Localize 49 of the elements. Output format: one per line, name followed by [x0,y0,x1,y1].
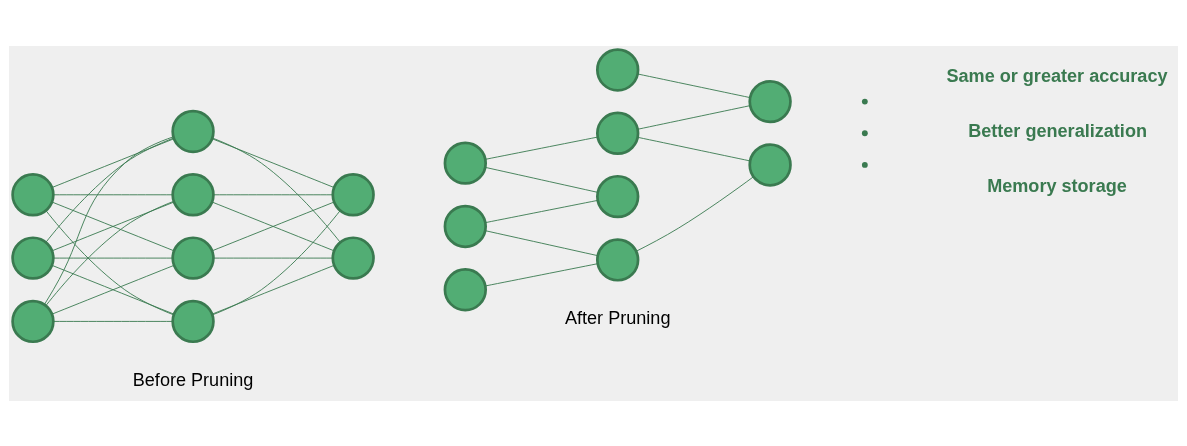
node-circle [443,140,487,185]
connector [213,257,334,259]
connector [637,136,751,161]
node-circle [171,299,215,343]
node-circle [748,79,792,123]
connector [53,257,174,259]
connector [484,229,599,256]
node-circle [596,237,640,282]
connector [637,104,751,130]
connector [485,199,598,223]
label: Memory storage [987,175,1127,196]
connector [211,209,341,315]
node-circle [171,235,215,280]
node-circle [596,47,640,92]
connector [211,201,335,251]
node-circle [331,172,375,216]
label: After Pruning [564,307,671,328]
node-circle [596,174,640,218]
connector [211,264,335,315]
node-circle [11,235,55,280]
connector [53,320,174,322]
node-circle [171,172,215,216]
connector [45,209,175,315]
node-circle [443,204,487,248]
connector [637,73,751,98]
node-circle [171,109,215,153]
node-circle [443,267,487,311]
connector [44,135,174,305]
node-circle [11,172,55,216]
node-circle [331,235,375,280]
connector [53,193,174,195]
connector [51,137,175,188]
connector [211,137,341,243]
node-circle [11,299,55,343]
label: Same or greater accuracy [946,65,1168,86]
node-circle [748,142,792,187]
connector [211,137,335,188]
node-circle [596,111,640,155]
connector [51,264,175,315]
connector [45,137,175,243]
connector [213,193,334,195]
connector [485,136,598,160]
connector [51,201,175,251]
connector [484,166,599,193]
connector [485,262,598,286]
connector [635,175,754,252]
connector [45,200,175,306]
label: Better generalization [968,120,1147,141]
label: Before Pruning [132,369,254,390]
